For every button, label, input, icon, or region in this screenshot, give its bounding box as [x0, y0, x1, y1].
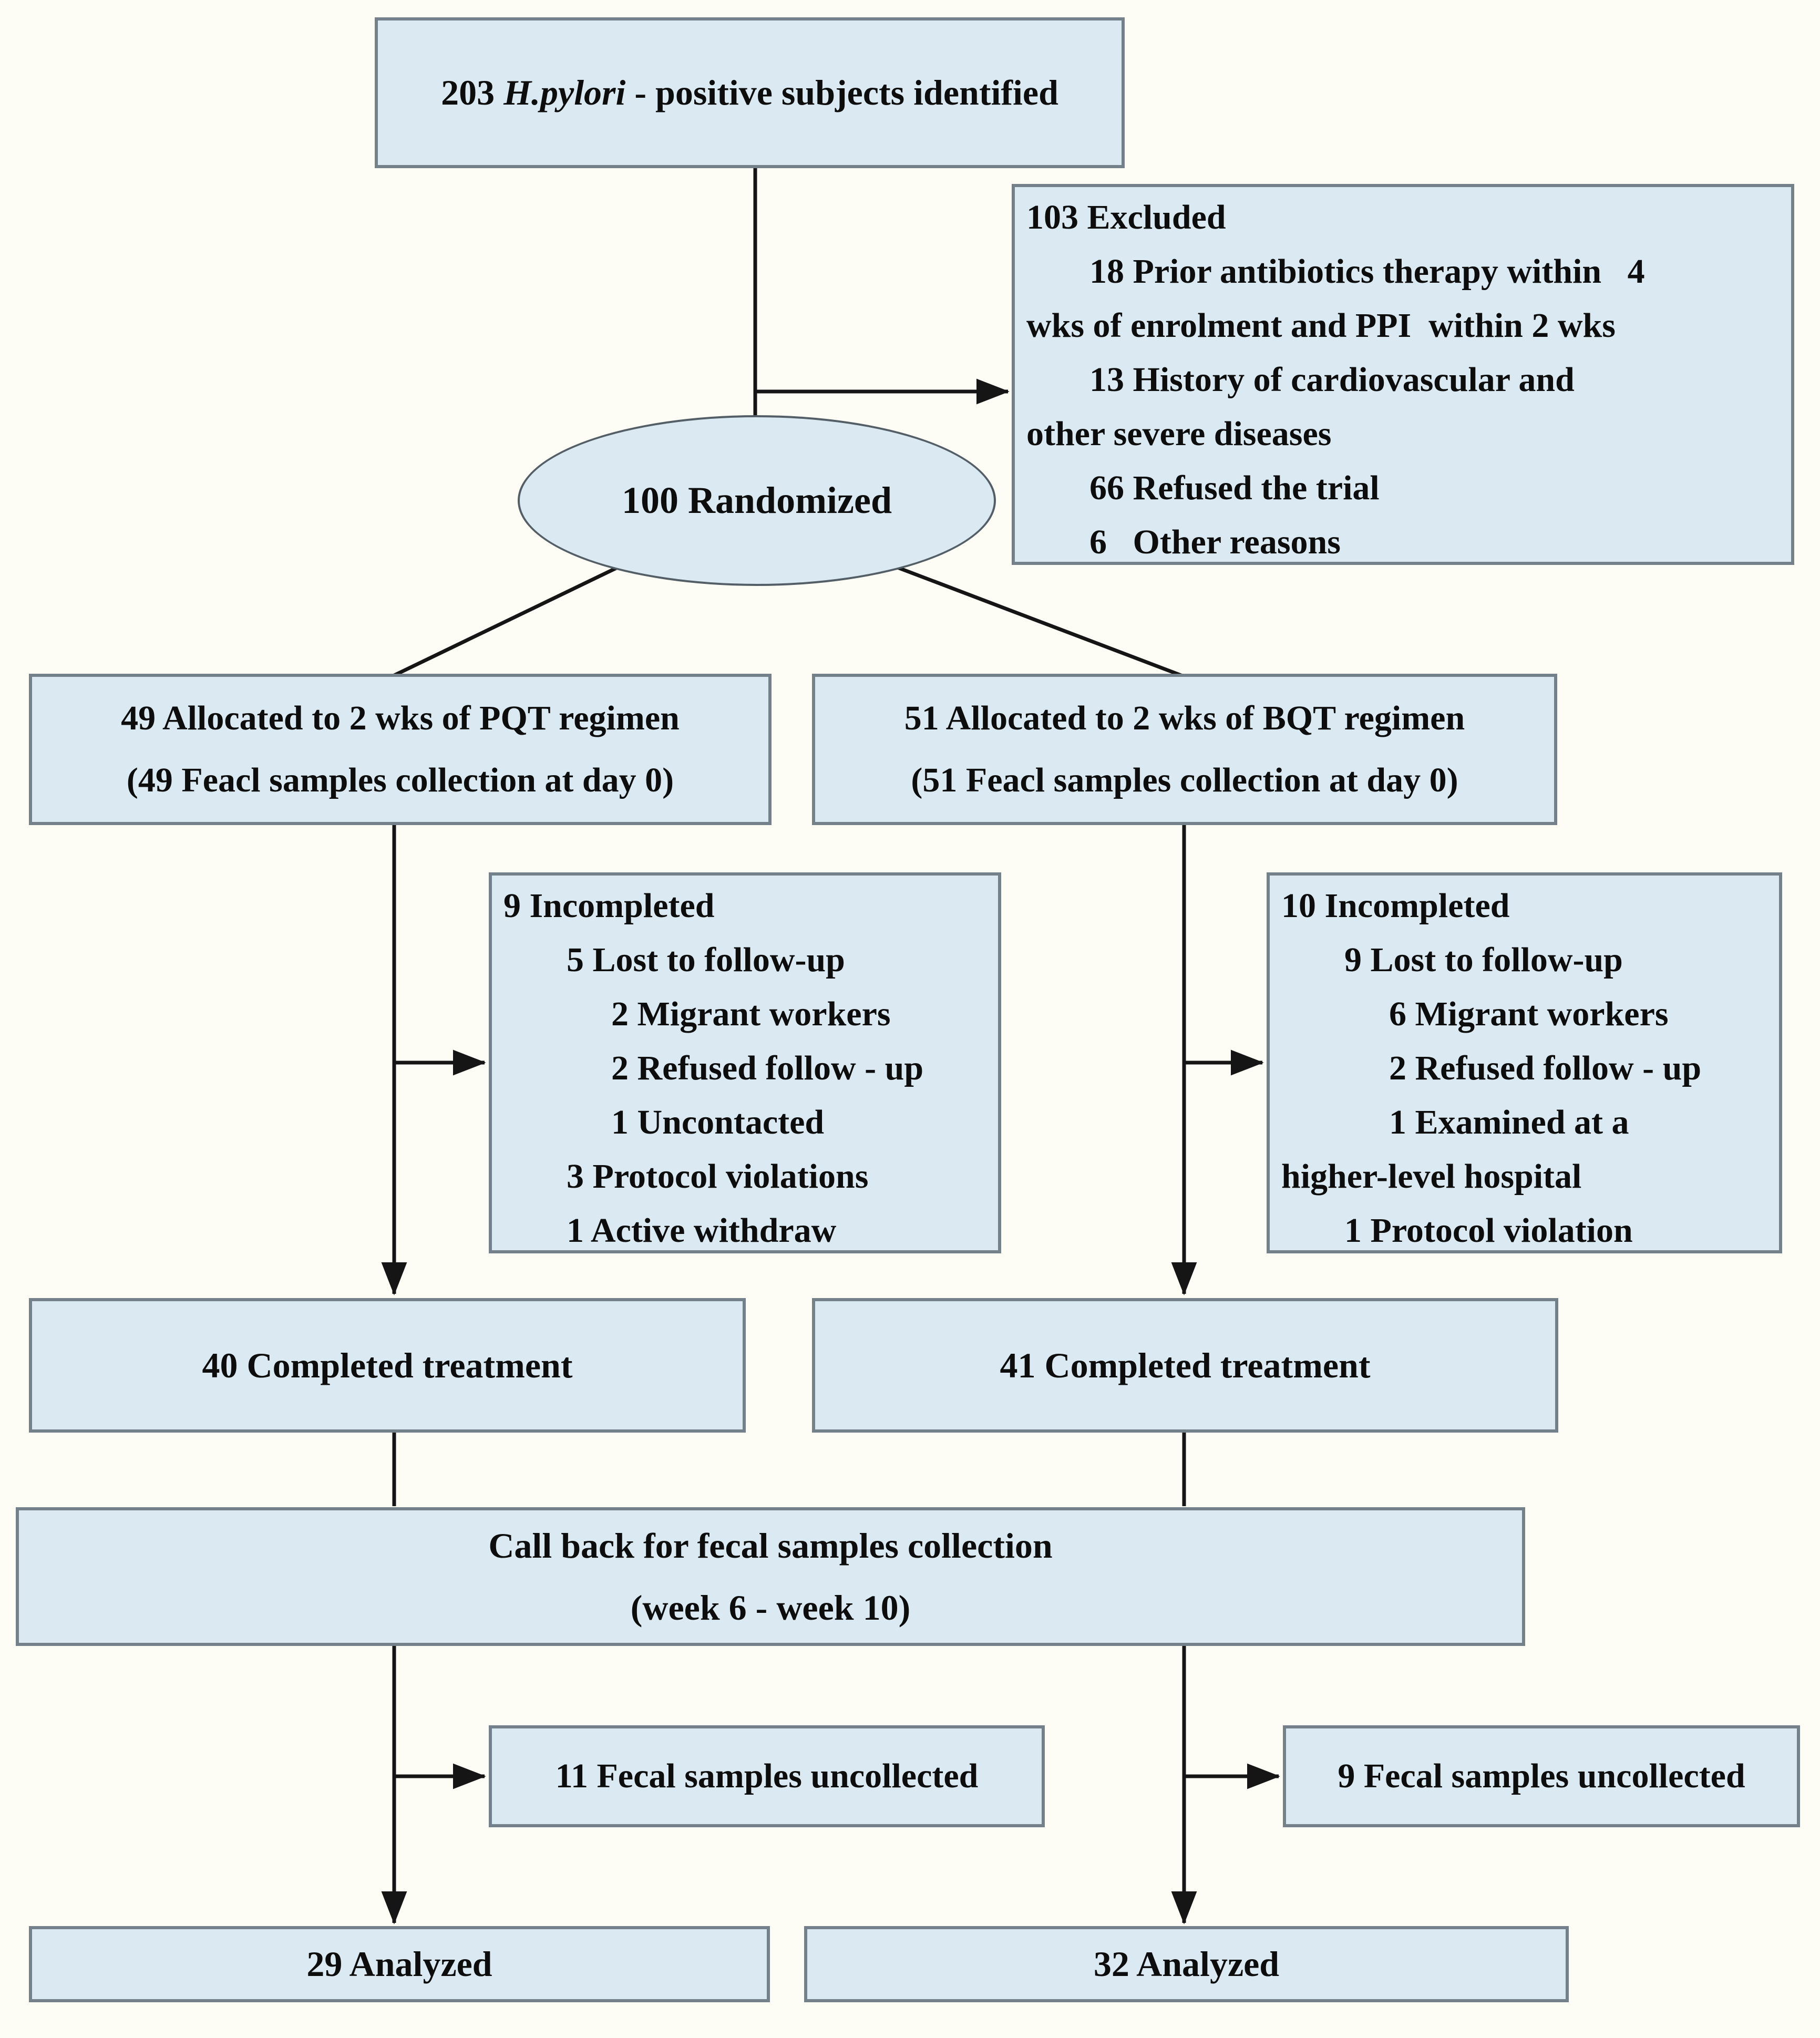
- text-line: 66 Refused the trial: [1089, 469, 1380, 507]
- randomized-label: 100 Randomized: [621, 479, 892, 521]
- connector-randomized-to-alloc-pqt: [392, 563, 624, 678]
- text-line: 6 Other reasons: [1089, 523, 1341, 561]
- uncollected-pqt-label: 11 Fecal samples uncollected: [555, 1757, 979, 1795]
- box-allocated-pqt: 49 Allocated to 2 wks of PQT regimen (49 …: [29, 674, 772, 825]
- text-line: 9 Lost to follow-up: [1344, 941, 1623, 979]
- box-uncollected-bqt: 9 Fecal samples uncollected: [1283, 1725, 1800, 1827]
- text-line: (week 6 - week 10): [630, 1588, 911, 1628]
- completed-pqt-label: 40 Completed treatment: [202, 1345, 573, 1385]
- text-line: higher-level hospital: [1281, 1157, 1582, 1196]
- text-line: 2 Migrant workers: [611, 995, 891, 1033]
- uncollected-bqt-label: 9 Fecal samples uncollected: [1338, 1757, 1745, 1795]
- box-completed-treatment-bqt: 41 Completed treatment: [812, 1298, 1558, 1433]
- box-incompleted-bqt: 10 Incompleted 9 Lost to follow-up 6 Migra…: [1267, 872, 1782, 1253]
- box-completed-treatment-pqt: 40 Completed treatment: [29, 1298, 746, 1433]
- box-incompleted-pqt: 9 Incompleted 5 Lost to follow-up 2 Migran…: [489, 872, 1001, 1253]
- text-line: 49 Allocated to 2 wks of PQT regimen: [121, 699, 680, 737]
- box-excluded: 103 Excluded 18 Prior antibiotics therapy…: [1012, 184, 1794, 565]
- text-line: 13 History of cardiovascular and: [1089, 361, 1575, 399]
- box-allocated-bqt: 51 Allocated to 2 wks of BQT regimen (51 …: [812, 674, 1557, 825]
- identified-organism: H.pylori: [503, 73, 626, 112]
- ellipse-randomized: 100 Randomized: [518, 415, 996, 586]
- identified-suffix: - positive subjects identified: [625, 73, 1058, 112]
- box-callback-fecal-samples: Call back for fecal samples collection (w…: [16, 1507, 1525, 1646]
- text-line: 18 Prior antibiotics therapy within 4: [1089, 252, 1645, 291]
- box-subjects-identified: 203 H.pylori - positive subjects identif…: [375, 17, 1125, 168]
- connector-randomized-to-alloc-bqt: [890, 563, 1184, 678]
- completed-bqt-label: 41 Completed treatment: [1000, 1345, 1371, 1385]
- text-line: 103 Excluded: [1026, 198, 1226, 236]
- text-line: 1 Active withdraw: [567, 1211, 837, 1250]
- subjects-identified-label: 203 H.pylori - positive subjects identif…: [378, 20, 1122, 165]
- text-line: 1 Uncontacted: [611, 1103, 825, 1141]
- text-line: 6 Migrant workers: [1389, 995, 1669, 1033]
- text-line: 1 Protocol violation: [1344, 1211, 1633, 1250]
- identified-count: 203: [441, 73, 504, 112]
- text-line: other severe diseases: [1026, 415, 1332, 453]
- text-line: 2 Refused follow - up: [611, 1049, 924, 1087]
- analyzed-pqt-label: 29 Analyzed: [306, 1944, 492, 1984]
- text-line: (49 Feacl samples collection at day 0): [126, 761, 674, 799]
- box-uncollected-pqt: 11 Fecal samples uncollected: [489, 1725, 1045, 1827]
- text-line: (51 Feacl samples collection at day 0): [911, 761, 1458, 799]
- analyzed-bqt-label: 32 Analyzed: [1093, 1944, 1280, 1984]
- text-line: 1 Examined at a: [1389, 1103, 1629, 1141]
- text-line: 5 Lost to follow-up: [567, 941, 845, 979]
- text-line: 3 Protocol violations: [567, 1157, 869, 1196]
- text-line: wks of enrolment and PPI within 2 wks: [1026, 306, 1616, 345]
- text-line: 2 Refused follow - up: [1389, 1049, 1702, 1087]
- text-line: 9 Incompleted: [503, 887, 715, 925]
- box-analyzed-bqt: 32 Analyzed: [804, 1926, 1569, 2002]
- text-line: 10 Incompleted: [1281, 887, 1510, 925]
- text-line: Call back for fecal samples collection: [488, 1526, 1053, 1566]
- box-analyzed-pqt: 29 Analyzed: [29, 1926, 770, 2002]
- text-line: 51 Allocated to 2 wks of BQT regimen: [904, 699, 1465, 737]
